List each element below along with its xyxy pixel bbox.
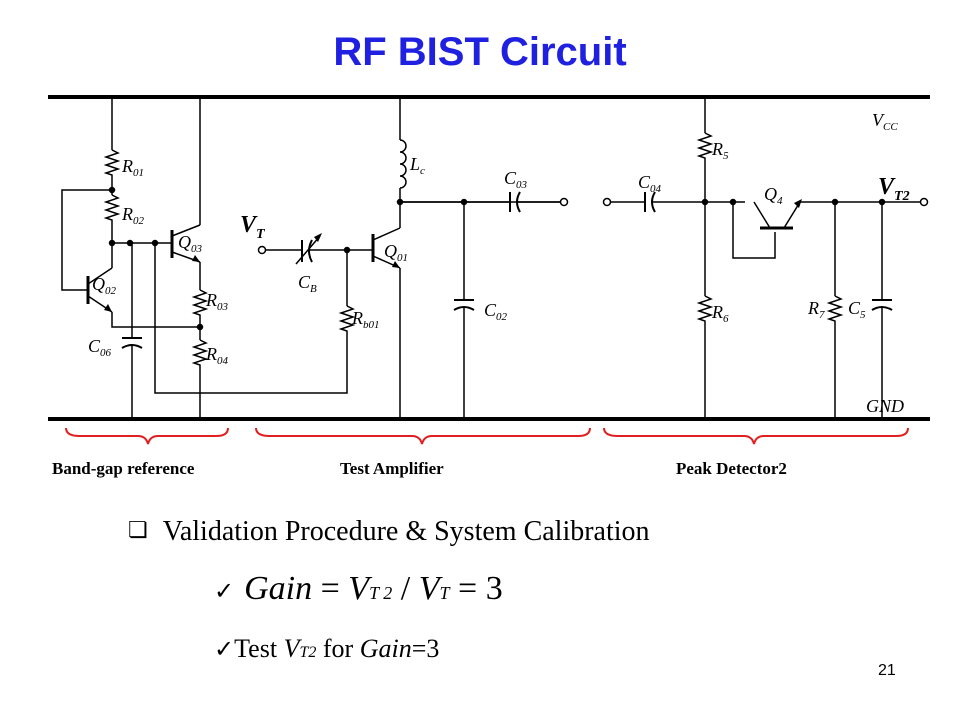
svg-text:R5: R5 xyxy=(711,139,729,162)
test-v: V xyxy=(283,634,300,663)
slide-title: RF BIST Circuit xyxy=(333,30,627,74)
label-c5: C xyxy=(848,298,861,318)
check-icon: ✓ xyxy=(214,579,235,605)
label-c02: C xyxy=(484,300,497,320)
svg-text:R7: R7 xyxy=(807,298,825,321)
svg-text:Q01: Q01 xyxy=(384,241,408,264)
test-prefix: Test xyxy=(234,634,284,663)
label-r5: R xyxy=(711,139,723,159)
formula-slash: / xyxy=(392,570,419,607)
brace-bandgap xyxy=(65,427,229,445)
label-r7: R xyxy=(807,298,819,318)
test-gain: Gain xyxy=(359,634,412,663)
svg-text:CB: CB xyxy=(298,272,317,295)
test-tail: =3 xyxy=(411,634,440,663)
label-vcc: V xyxy=(872,110,885,130)
page-number: 21 xyxy=(878,662,896,679)
test-t2: T2 xyxy=(299,644,317,661)
svg-text:C03: C03 xyxy=(504,168,528,191)
label-q4: Q xyxy=(764,184,777,204)
svg-text:Q03: Q03 xyxy=(178,232,203,255)
svg-text:R03: R03 xyxy=(205,290,229,313)
svg-text:C06: C06 xyxy=(88,336,112,359)
label-vt2: V xyxy=(878,174,896,200)
svg-text:R02: R02 xyxy=(121,204,145,227)
resistor-r01 xyxy=(103,149,121,180)
resistor-r5 xyxy=(696,132,714,161)
svg-text:GND: GND xyxy=(866,396,904,416)
label-cb: C xyxy=(298,272,311,292)
formula-t: T xyxy=(439,583,450,603)
svg-text:Q4: Q4 xyxy=(764,184,783,207)
label-q01: Q xyxy=(384,241,397,261)
bullet-main: ✓ ❏ Validation Procedure & System Calibr… xyxy=(128,516,650,548)
bullet-test: ✓Test VT2 for Gain=3 xyxy=(214,634,439,664)
formula-eq2: = 3 xyxy=(449,570,503,607)
test-for: for xyxy=(316,634,360,663)
bullet-formula: ✓ Gain = VT 2 / VT = 3 xyxy=(214,570,503,608)
label-r02: R xyxy=(121,204,133,224)
svg-text:VT2: VT2 xyxy=(878,174,910,204)
label-gnd: GND xyxy=(866,396,904,416)
section-label-bandgap: Band-gap reference xyxy=(52,459,195,478)
svg-text:C5: C5 xyxy=(848,298,866,321)
label-r04: R xyxy=(205,344,217,364)
label-c06: C xyxy=(88,336,101,356)
bullet-main-text: Validation Procedure & System Calibratio… xyxy=(162,516,650,547)
brace-detector xyxy=(603,427,909,445)
svg-text:R6: R6 xyxy=(711,302,729,325)
label-lc: L xyxy=(409,154,420,174)
label-r6: R xyxy=(711,302,723,322)
svg-text:C02: C02 xyxy=(484,300,508,323)
label-c04: C xyxy=(638,172,651,192)
section-label-detector: Peak Detector2 xyxy=(676,459,787,478)
formula-v: V xyxy=(348,570,370,607)
svg-text:Lc: Lc xyxy=(409,154,425,177)
svg-text:Q02: Q02 xyxy=(92,274,117,297)
formula-gain: Gain xyxy=(244,570,313,607)
label-q02: Q xyxy=(92,274,105,294)
svg-text:Rb01: Rb01 xyxy=(351,308,380,331)
check-icon: ✓ xyxy=(214,637,235,663)
label-c03: C xyxy=(504,168,517,188)
inductor-lc xyxy=(399,139,407,189)
svg-text:C04: C04 xyxy=(638,172,662,195)
resistor-r6 xyxy=(696,295,714,324)
label-rb01: R xyxy=(351,308,363,328)
svg-text:VT: VT xyxy=(240,212,266,242)
resistor-r04 xyxy=(191,339,209,367)
square-bullet-glyph: ❏ xyxy=(128,517,148,542)
svg-text:R01: R01 xyxy=(121,156,144,179)
formula-eq1: = xyxy=(312,570,349,607)
section-label-amplifier: Test Amplifier xyxy=(340,459,444,478)
svg-text:R04: R04 xyxy=(205,344,229,367)
resistor-r7 xyxy=(826,295,844,324)
label-r03: R xyxy=(205,290,217,310)
svg-text:VCC: VCC xyxy=(872,110,898,133)
brace-amplifier xyxy=(255,427,591,445)
label-vt: V xyxy=(240,212,258,238)
formula-t2: T 2 xyxy=(369,583,393,603)
resistor-r03 xyxy=(191,289,209,317)
formula-v2: V xyxy=(418,570,440,607)
resistor-rb01 xyxy=(338,305,356,345)
label-r01: R xyxy=(121,156,133,176)
resistor-r02 xyxy=(103,194,121,225)
label-q03: Q xyxy=(178,232,191,252)
